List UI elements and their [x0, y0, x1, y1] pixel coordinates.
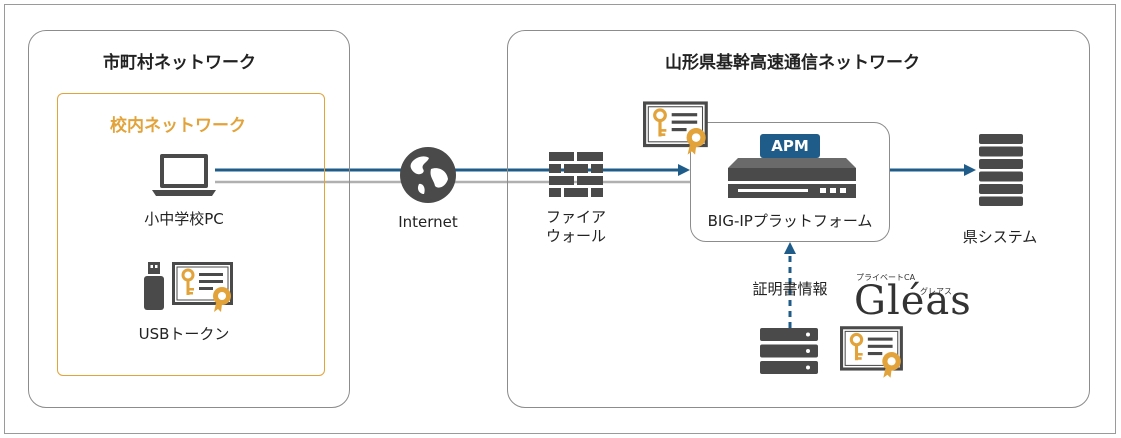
arrow-up-to-bigip	[784, 242, 796, 254]
certificate-icon	[172, 262, 233, 312]
school-network-title: 校内ネットワーク	[110, 116, 246, 136]
certificate-icon	[840, 326, 903, 378]
cert-info-label: 証明書情報	[752, 280, 828, 298]
gleas-kana: グレアス	[920, 287, 952, 296]
gleas-logo-word: Gléas	[854, 278, 972, 324]
firewall-label-line1: ファイア	[545, 208, 606, 226]
gleas-subtitle: プライベートCA	[856, 273, 916, 282]
arrow-to-system	[964, 164, 976, 176]
firewall-label-line2: ウォール	[545, 227, 606, 245]
bigip-label: BIG-IPプラットフォーム	[707, 212, 873, 230]
municipal-network-group	[28, 30, 350, 408]
brick-wall-icon	[549, 152, 603, 197]
usb-token-label: USBトークン	[138, 325, 230, 343]
prefecture-network-group	[507, 30, 1090, 408]
globe-icon	[400, 147, 456, 203]
arrow-to-bigip	[678, 164, 690, 176]
diagram-frame	[4, 4, 1116, 434]
server-rack-icon	[979, 134, 1023, 206]
laptop-icon	[152, 154, 216, 196]
school-network-group	[57, 93, 325, 376]
internet-label: Internet	[398, 213, 458, 231]
prefecture-system-label: 県システム	[962, 228, 1038, 246]
appliance-icon	[728, 158, 856, 198]
server-icon	[760, 328, 818, 374]
pc-label: 小中学校PC	[144, 210, 224, 228]
usb-stick-icon	[144, 262, 164, 310]
municipal-network-title: 市町村ネットワーク	[103, 53, 256, 73]
certificate-icon	[643, 101, 708, 155]
apm-badge: APM	[760, 134, 820, 158]
prefecture-network-title: 山形県基幹高速通信ネットワーク	[665, 53, 920, 73]
